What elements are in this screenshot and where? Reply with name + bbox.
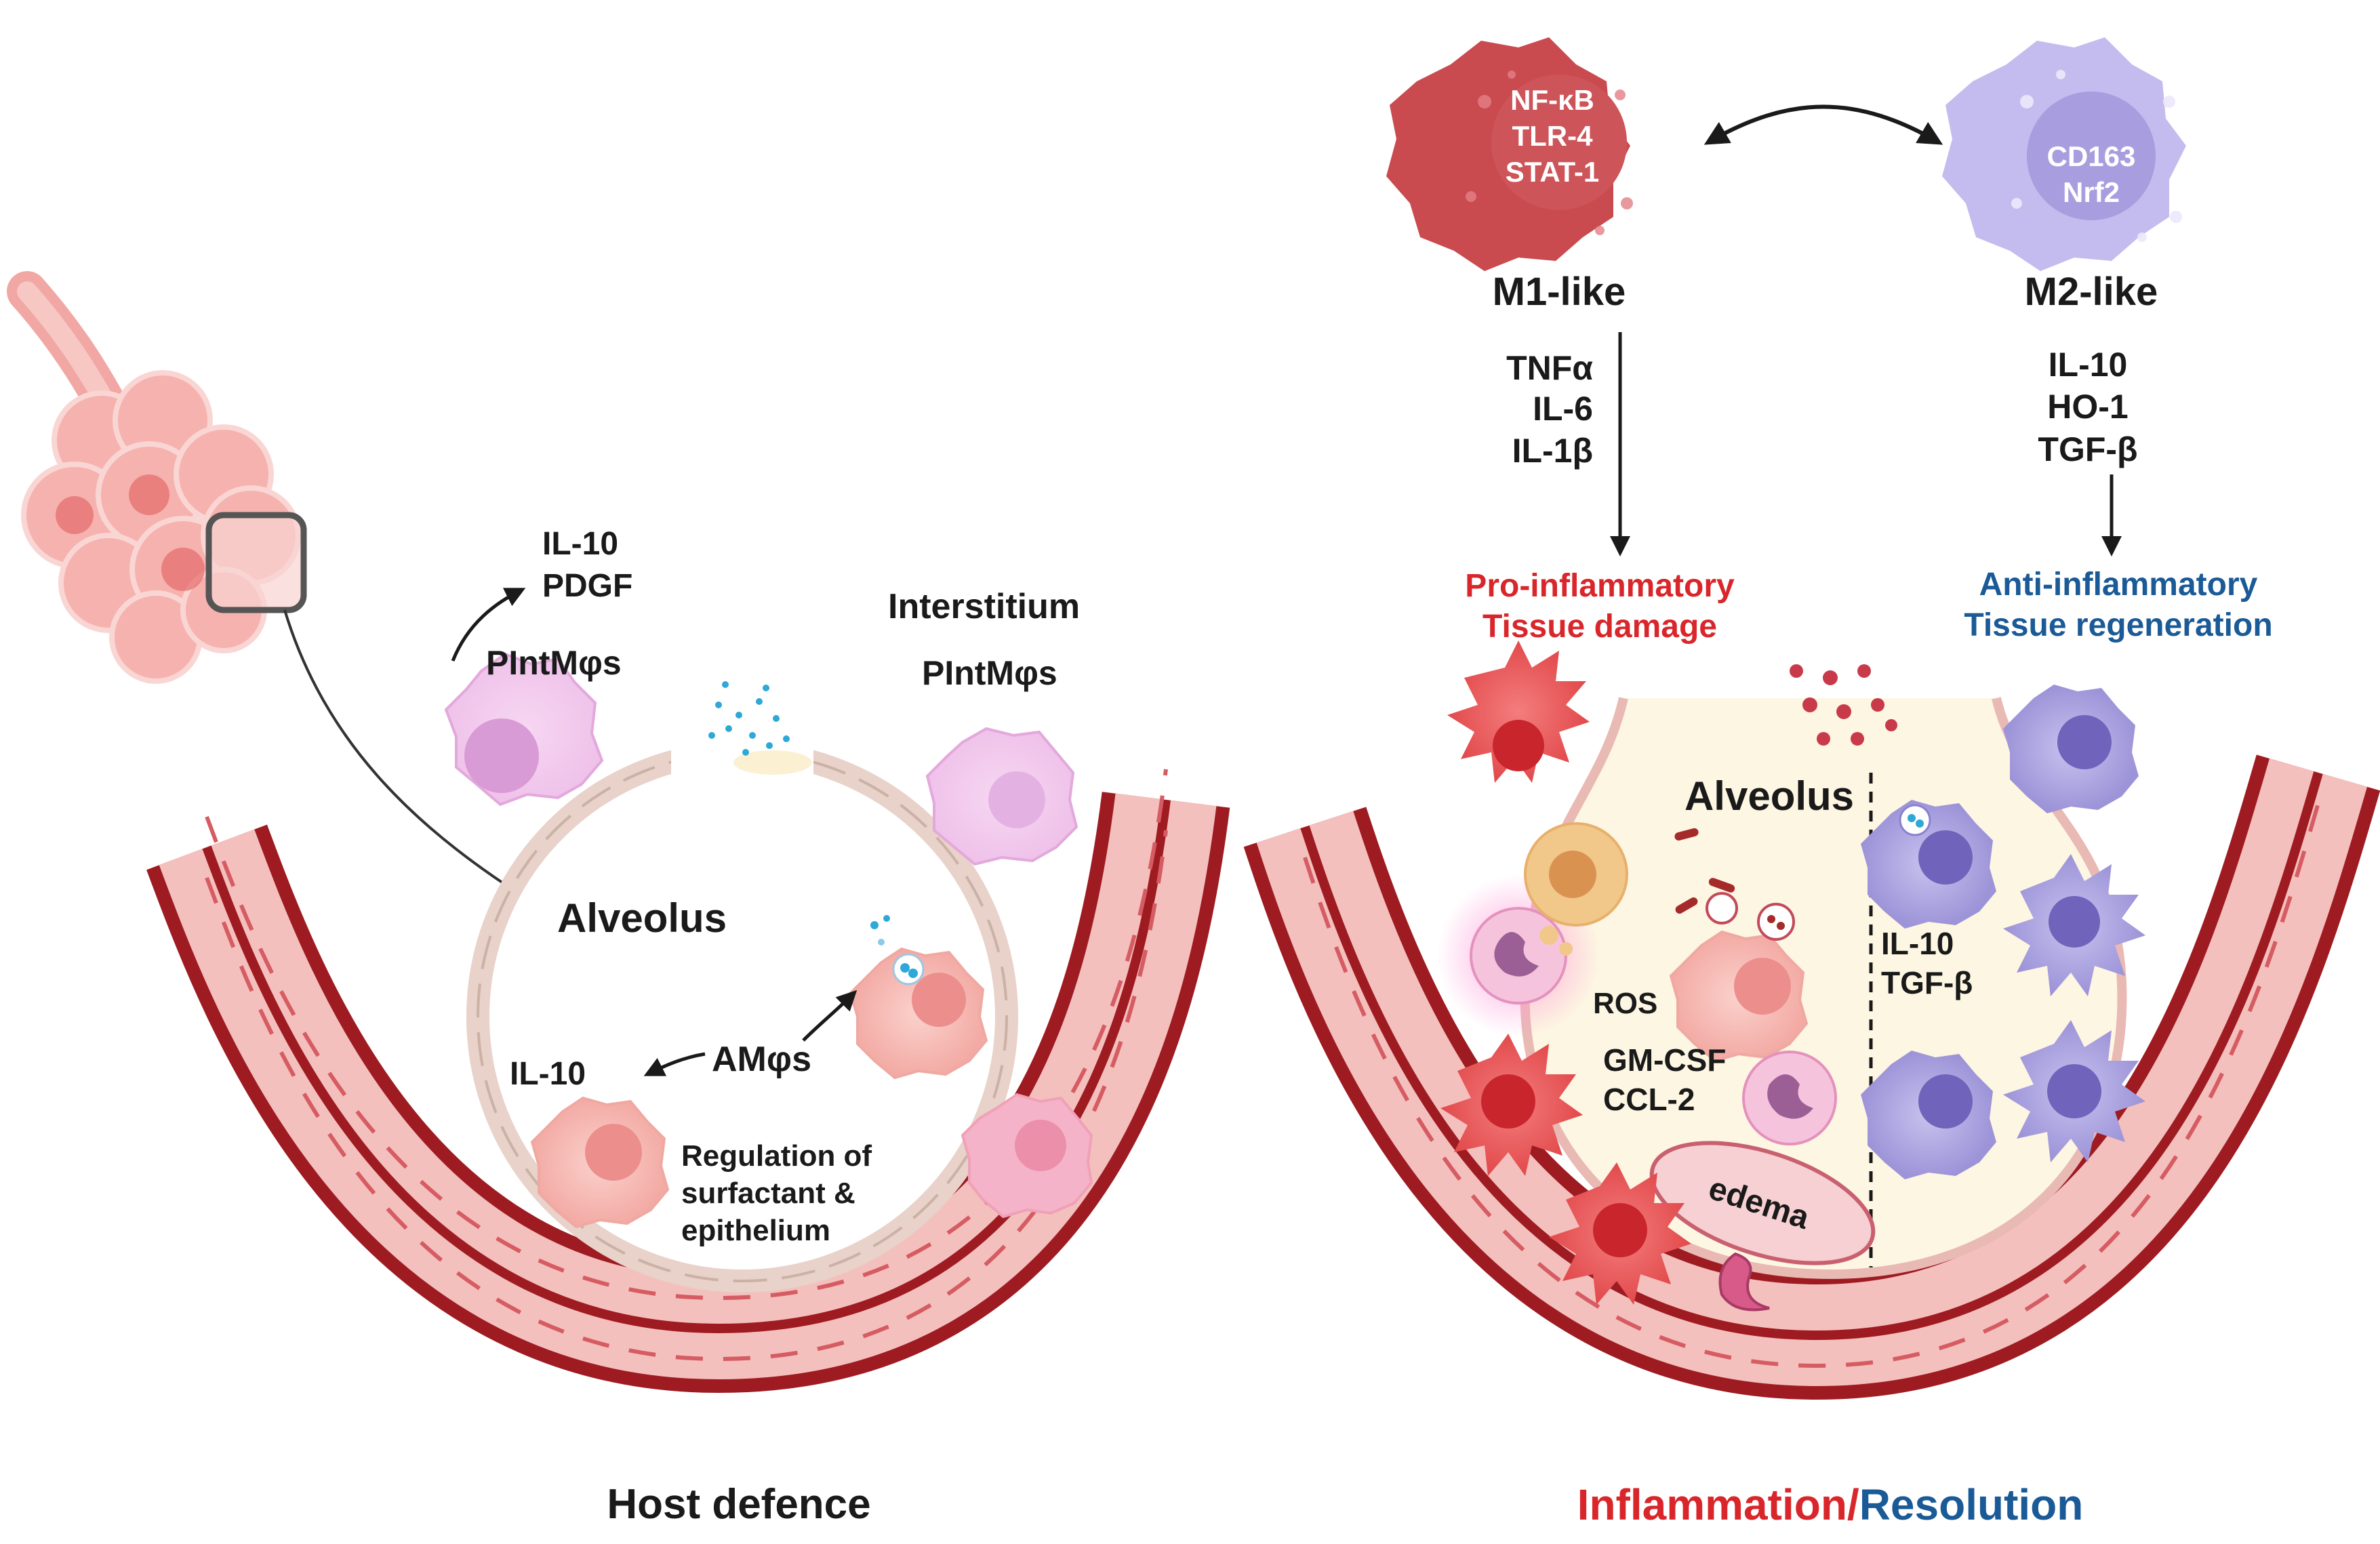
m1-marker-1: NF-κB (1510, 84, 1594, 116)
ccl2-label: CCL-2 (1603, 1082, 1695, 1117)
apoptotic-cell (1524, 822, 1628, 956)
m1-outcome-2: Tissue damage (1483, 609, 1717, 645)
m2-marker-1: CD163 (2047, 140, 2136, 172)
alveolar-sac-illustration (7, 271, 307, 684)
polarization-arrow (1703, 104, 1943, 145)
m2-macrophage: CD163 Nrf2 (1942, 37, 2186, 271)
m1-cytokine-1: TNFα (1506, 349, 1593, 387)
m2-label: M2-like (2025, 270, 2158, 314)
ros-label: ROS (1593, 987, 1657, 1020)
m2-spiky-cell-lower-right (2003, 1020, 2145, 1162)
zoom-connector-arrow (283, 609, 546, 910)
am-il10-arrow (643, 1052, 706, 1076)
m2-cytokine-3: TGF-β (2038, 430, 2137, 468)
m1-marker-3: STAT-1 (1506, 156, 1599, 188)
pintm-cytokine-1: IL-10 (542, 526, 618, 562)
m1-spiky-cell-top (1447, 641, 1590, 783)
m1-outcome-1: Pro-inflammatory (1465, 568, 1735, 604)
am-label: AMφs (712, 1040, 811, 1079)
surfactant-blob (733, 750, 812, 775)
leukocyte-in-vessel (1718, 1252, 1770, 1312)
pintm-label-1: PIntMφs (486, 644, 622, 682)
am-macrophage-upper (849, 915, 988, 1080)
m1-label: M1-like (1493, 270, 1626, 314)
m1-spiky-cell-mid (1440, 1034, 1583, 1176)
neutrophil-center (1742, 1051, 1837, 1145)
am-macrophage-lower (530, 1096, 670, 1229)
left-panel: IL-10 PDGF PIntMφs Interstitium PIntMφs … (7, 271, 1230, 1528)
resolution-cytokine-2: TGF-β (1881, 965, 1973, 1000)
zoom-box (205, 512, 307, 613)
right-blood-vessel (1243, 754, 2380, 1400)
m2-outcome-2: Tissue regeneration (1964, 607, 2272, 643)
alveolar-macrophage-center (1669, 892, 1809, 1063)
right-caption: Inflammation/Resolution (1577, 1480, 2084, 1529)
pintm-macrophage-left (444, 652, 604, 807)
neutrophil (1470, 907, 1567, 1004)
left-caption: Host defence (607, 1481, 870, 1528)
surfactant-dots (708, 681, 790, 756)
m1-macrophage: NF-κB TLR-4 STAT-1 (1386, 37, 1633, 271)
m2-cell-lower-left (1861, 1051, 1996, 1179)
pintm-cytokine-2: PDGF (542, 568, 632, 604)
regulation-line-2: surfactant & (681, 1177, 855, 1210)
left-blood-vessel (146, 769, 1230, 1394)
regulation-line-3: epithelium (681, 1214, 830, 1247)
m2-cytokine-1: IL-10 (2049, 346, 2128, 384)
m2-cytokine-2: HO-1 (2047, 388, 2128, 426)
m2-outcome-1: Anti-inflammatory (1979, 567, 2258, 603)
m1-cytokine-2: IL-6 (1533, 390, 1593, 428)
m1-spiky-cell-low (1549, 1162, 1691, 1305)
m2-cell-top-outside (2003, 685, 2139, 813)
pintm-label-2: PIntMφs (922, 654, 1057, 692)
am-cytokine: IL-10 (510, 1056, 586, 1092)
m1-cytokine-3: IL-1β (1512, 432, 1593, 470)
edema-blob (1649, 1141, 1876, 1265)
pintm-secretion-arrow (451, 588, 526, 662)
right-panel: NF-κB TLR-4 STAT-1 CD163 Nrf2 M1-like M2… (1243, 37, 2380, 1529)
am-activation-arrow (802, 990, 858, 1042)
alveolus-label-left: Alveolus (557, 895, 727, 941)
interstitium-label: Interstitium (888, 587, 1080, 626)
m1-marker-2: TLR-4 (1512, 120, 1594, 152)
m1-infiltrate (1437, 641, 1837, 1312)
alveolus-label-right: Alveolus (1685, 773, 1854, 819)
m2-infiltrate (1861, 685, 2145, 1179)
mediator-dots (1790, 664, 1897, 746)
m2-marker-2: Nrf2 (2063, 176, 2120, 208)
gmcsf-label: GM-CSF (1603, 1042, 1726, 1078)
resolution-cytokine-1: IL-10 (1881, 926, 1954, 961)
caption-inflammation: Inflammation/ (1577, 1480, 1859, 1529)
regulation-line-1: Regulation of (681, 1139, 872, 1173)
m2-cell-phagocytic (1861, 800, 1996, 929)
caption-resolution: Resolution (1859, 1480, 2084, 1529)
pintm-macrophage-right (925, 727, 1078, 866)
transmigrating-cell (961, 1093, 1093, 1219)
m2-spiky-cell-right (2003, 854, 2145, 996)
